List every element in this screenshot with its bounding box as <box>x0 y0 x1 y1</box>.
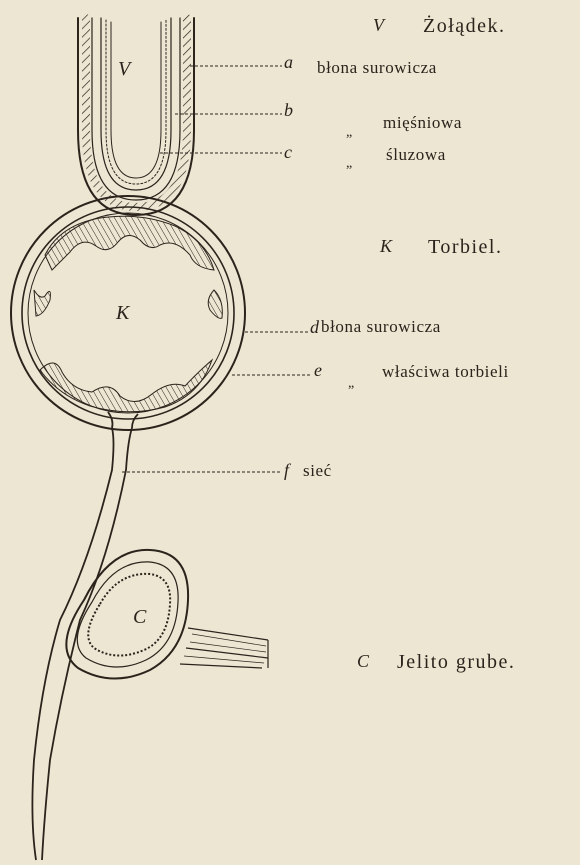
cyst-heading-title: Torbiel. <box>428 236 502 259</box>
label-letter-a: a <box>284 52 293 73</box>
leader-lines <box>122 66 312 472</box>
label-letter-b: b <box>284 100 293 121</box>
label-ditto-e: „ <box>348 376 354 392</box>
colon-heading-letter: C <box>357 651 369 672</box>
omentum-drawing <box>32 412 138 860</box>
label-ditto-b: „ <box>346 125 352 141</box>
colon-heading-title: Jelito grube. <box>397 651 515 674</box>
stomach-inner-label: V <box>118 58 130 81</box>
label-letter-e: e <box>314 360 322 381</box>
label-text-d: błona surowicza <box>321 317 441 337</box>
label-text-a: błona surowicza <box>317 58 437 78</box>
stomach-heading-title: Żołądek. <box>423 15 506 38</box>
cyst-inner-label: K <box>116 302 129 325</box>
colon-inner-label: C <box>133 606 146 629</box>
stomach-drawing <box>78 18 194 215</box>
label-letter-c: c <box>284 142 292 163</box>
label-letter-f: f <box>284 460 289 481</box>
label-text-f: sieć <box>303 461 332 481</box>
label-letter-d: d <box>310 317 319 338</box>
cyst-heading-letter: K <box>380 236 392 257</box>
label-text-b: mięśniowa <box>383 113 462 133</box>
stomach-heading-letter: V <box>373 15 384 36</box>
colon-drawing <box>66 550 268 679</box>
label-text-e: właściwa torbieli <box>382 362 509 382</box>
label-ditto-c: „ <box>346 156 352 172</box>
label-text-c: śluzowa <box>386 145 446 165</box>
